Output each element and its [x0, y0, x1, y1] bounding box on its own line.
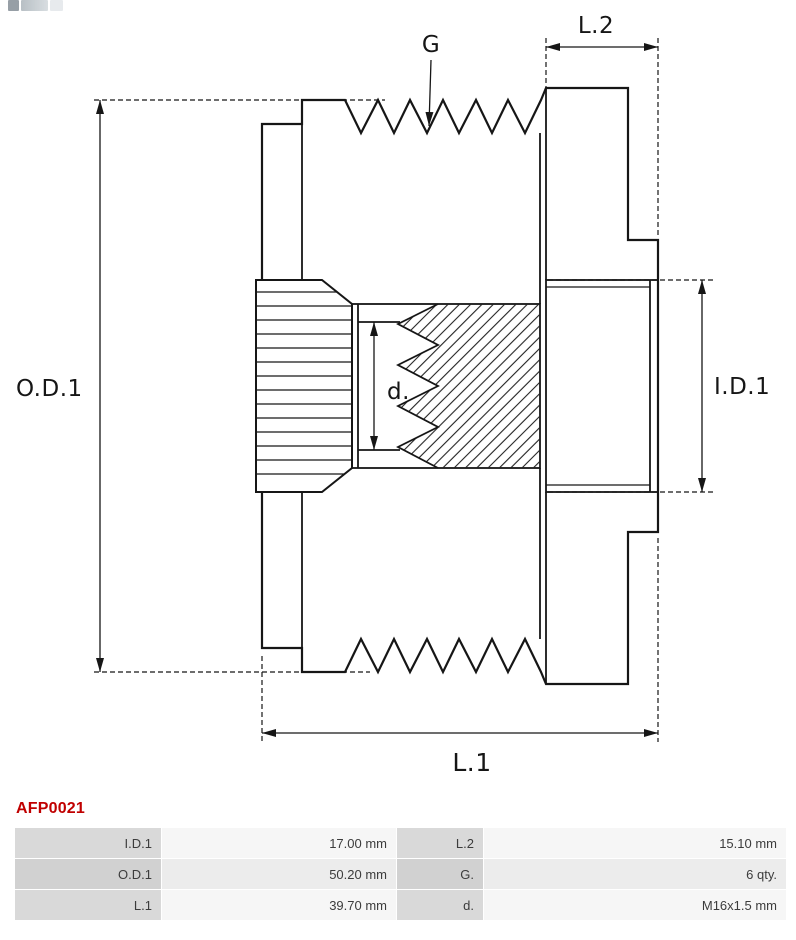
- spec-label: L.1: [15, 890, 161, 920]
- dim-id1: I.D.1: [548, 279, 770, 493]
- g-label: G: [422, 32, 440, 58]
- l2-label: L.2: [578, 13, 614, 39]
- spec-value: M16x1.5 mm: [484, 890, 786, 920]
- specs-table: I.D.1 17.00 mm L.2 15.10 mm O.D.1 50.20 …: [14, 827, 787, 921]
- spec-value: 17.00 mm: [162, 828, 396, 858]
- bearing-hub-section: [545, 279, 659, 493]
- knurl-block-outline: [255, 279, 353, 493]
- table-row: O.D.1 50.20 mm G. 6 qty.: [15, 859, 786, 889]
- pulley-outline: [260, 86, 660, 686]
- dim-l1: L.1: [261, 538, 659, 777]
- dim-l2: L.2: [545, 13, 659, 238]
- knurl-lines: [256, 291, 352, 475]
- logo-fragment: [21, 0, 48, 11]
- spec-value: 15.10 mm: [484, 828, 786, 858]
- part-number: AFP0021: [16, 800, 85, 817]
- product-drawing-page: O.D.1 L.2 G I.D.1 d.: [8, 0, 787, 921]
- dim-d: d.: [370, 322, 410, 450]
- table-row: L.1 39.70 mm d. M16x1.5 mm: [15, 890, 786, 920]
- spec-label: d.: [397, 890, 483, 920]
- g-leader-arrow: [425, 59, 434, 127]
- spec-value: 6 qty.: [484, 859, 786, 889]
- spec-value: 50.20 mm: [162, 859, 396, 889]
- pulley-body-outline: [260, 86, 660, 686]
- knurled-hub-section: [255, 279, 353, 493]
- pulley-technical-drawing: O.D.1 L.2 G I.D.1 d.: [16, 13, 770, 777]
- dim-od1: O.D.1: [16, 99, 385, 673]
- od1-label: O.D.1: [16, 376, 83, 402]
- l1-label: L.1: [452, 748, 491, 777]
- spec-label: L.2: [397, 828, 483, 858]
- d-label: d.: [387, 379, 410, 405]
- logo-fragment: [8, 0, 19, 11]
- spec-value: 39.70 mm: [162, 890, 396, 920]
- thread-hatch-area: [398, 304, 540, 468]
- spec-label: I.D.1: [15, 828, 161, 858]
- brand-watermark-logo: [8, 0, 64, 12]
- spec-label: G.: [397, 859, 483, 889]
- dim-g: G: [422, 32, 440, 127]
- table-row: I.D.1 17.00 mm L.2 15.10 mm: [15, 828, 786, 858]
- thread-profile-zigzag: [396, 303, 440, 469]
- id1-label: I.D.1: [714, 374, 770, 400]
- threaded-bore-section: [351, 303, 541, 469]
- spec-label: O.D.1: [15, 859, 161, 889]
- hub-cylinder: [545, 279, 659, 493]
- logo-fragment: [50, 0, 63, 11]
